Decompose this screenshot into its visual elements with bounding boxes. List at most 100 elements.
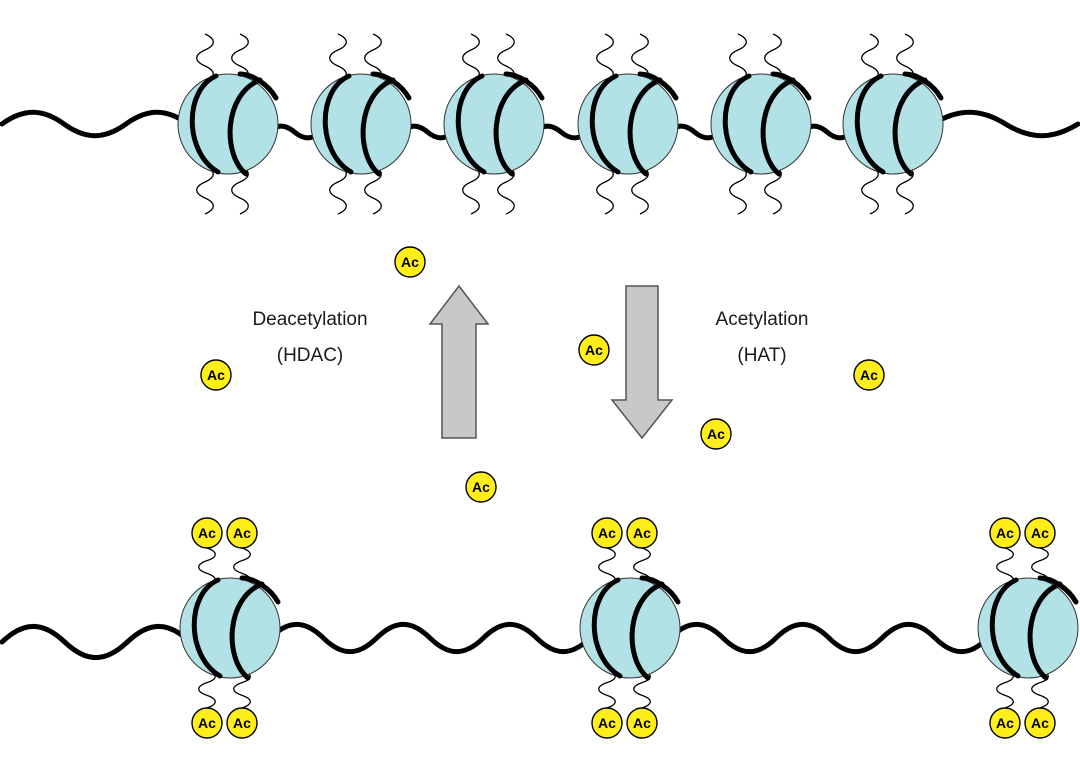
histone-tail <box>596 33 614 83</box>
acetyl-label: Ac <box>598 525 616 541</box>
linker-dna <box>0 109 191 139</box>
histone-core <box>842 73 944 175</box>
dna-wrap <box>493 77 529 177</box>
dna-wrap <box>322 73 354 175</box>
deacetylation-label: Deacetylation <box>252 309 368 330</box>
linker-dna <box>667 622 991 654</box>
free-acetyl-group: Ac <box>853 359 885 391</box>
tail-acetyl-group: Ac <box>626 517 658 549</box>
deacetylation-arrow <box>428 284 490 439</box>
tail-acetyl-group: Ac <box>591 517 623 549</box>
histone-tail <box>196 165 214 215</box>
tail-acetyl-group: Ac <box>226 707 258 739</box>
acetyl-label: Ac <box>233 715 251 731</box>
histone-tail <box>729 33 747 83</box>
acetyl-label: Ac <box>1031 525 1049 541</box>
acetyl-label: Ac <box>207 367 225 383</box>
histone-tail <box>596 165 614 215</box>
nucleosome <box>710 33 812 215</box>
acetyl-label: Ac <box>996 715 1014 731</box>
free-acetyl-group: Ac <box>394 246 426 278</box>
histone-tail <box>329 33 347 83</box>
dna-wrap <box>854 73 886 175</box>
histone-tail <box>1031 669 1049 709</box>
acetyl-label: Ac <box>633 525 651 541</box>
histone-tail <box>329 165 347 215</box>
histone-core <box>577 73 679 175</box>
acetyl-label: Ac <box>1031 715 1049 731</box>
histone-tail <box>729 165 747 215</box>
tail-acetyl-group: Ac <box>1024 707 1056 739</box>
tail-acetyl-group: Ac <box>989 517 1021 549</box>
histone-tail <box>233 669 251 709</box>
histone-core <box>177 73 279 175</box>
histone-core <box>310 73 412 175</box>
nucleosome <box>177 33 279 215</box>
histone-tail <box>861 165 879 215</box>
histone-core <box>443 73 545 175</box>
nucleosome <box>310 33 412 215</box>
acetyl-label: Ac <box>707 426 725 442</box>
condensed-chromatin-nucleosomes <box>177 33 944 215</box>
acetyl-label: Ac <box>633 715 651 731</box>
linker-dna <box>0 624 193 660</box>
tail-acetyl-group: Ac <box>626 707 658 739</box>
histone-tail <box>196 33 214 83</box>
histone-core <box>179 577 281 679</box>
histone-tail <box>462 165 480 215</box>
dna-wrap <box>1027 581 1063 681</box>
nucleosome <box>842 33 944 215</box>
acetyl-label: Ac <box>472 479 490 495</box>
dna-wrap <box>722 73 754 175</box>
acetyl-label: Ac <box>598 715 616 731</box>
tail-acetyl-group: Ac <box>191 707 223 739</box>
hdac-label: (HDAC) <box>276 345 344 366</box>
dna-wrap <box>227 77 263 177</box>
acetyl-label: Ac <box>233 525 251 541</box>
dna-wrap <box>892 77 928 177</box>
acetylation-label: Acetylation <box>715 309 809 330</box>
free-acetyl-group: Ac <box>700 418 732 450</box>
dna-wrap <box>629 581 665 681</box>
histone-core <box>977 577 1079 679</box>
acetyl-label: Ac <box>401 254 419 270</box>
dna-wrap <box>189 73 221 175</box>
dna-wrap <box>589 73 621 175</box>
dna-wrap <box>229 581 265 681</box>
histone-tail <box>598 669 616 709</box>
histone-tail <box>462 33 480 83</box>
dna-wrap <box>627 77 663 177</box>
dna-wrap <box>760 77 796 177</box>
dna-wrap <box>360 77 396 177</box>
histone-tail <box>633 669 651 709</box>
dna-wrap <box>591 577 623 679</box>
histone-tail <box>861 33 879 83</box>
free-acetyl-group: Ac <box>465 471 497 503</box>
histone-core <box>579 577 681 679</box>
linker-dna <box>930 109 1080 139</box>
nucleosome <box>577 33 679 215</box>
open-chromatin-dna <box>0 622 991 660</box>
histone-tail <box>198 669 216 709</box>
tail-acetyl-group: Ac <box>226 517 258 549</box>
acetyl-label: Ac <box>198 525 216 541</box>
tail-acetyl-group: Ac <box>989 707 1021 739</box>
histone-core <box>710 73 812 175</box>
nucleosome <box>443 33 545 215</box>
hat-label: (HAT) <box>737 345 787 366</box>
tail-acetyl-group: Ac <box>591 707 623 739</box>
acetyl-label: Ac <box>198 715 216 731</box>
linker-dna <box>267 622 593 654</box>
acetyl-label: Ac <box>996 525 1014 541</box>
free-acetyl-group: Ac <box>578 334 610 366</box>
acetyl-label: Ac <box>585 342 603 358</box>
tail-acetyl-group: Ac <box>191 517 223 549</box>
histone-tail <box>996 669 1014 709</box>
dna-wrap <box>455 73 487 175</box>
acetyl-label: Ac <box>860 367 878 383</box>
